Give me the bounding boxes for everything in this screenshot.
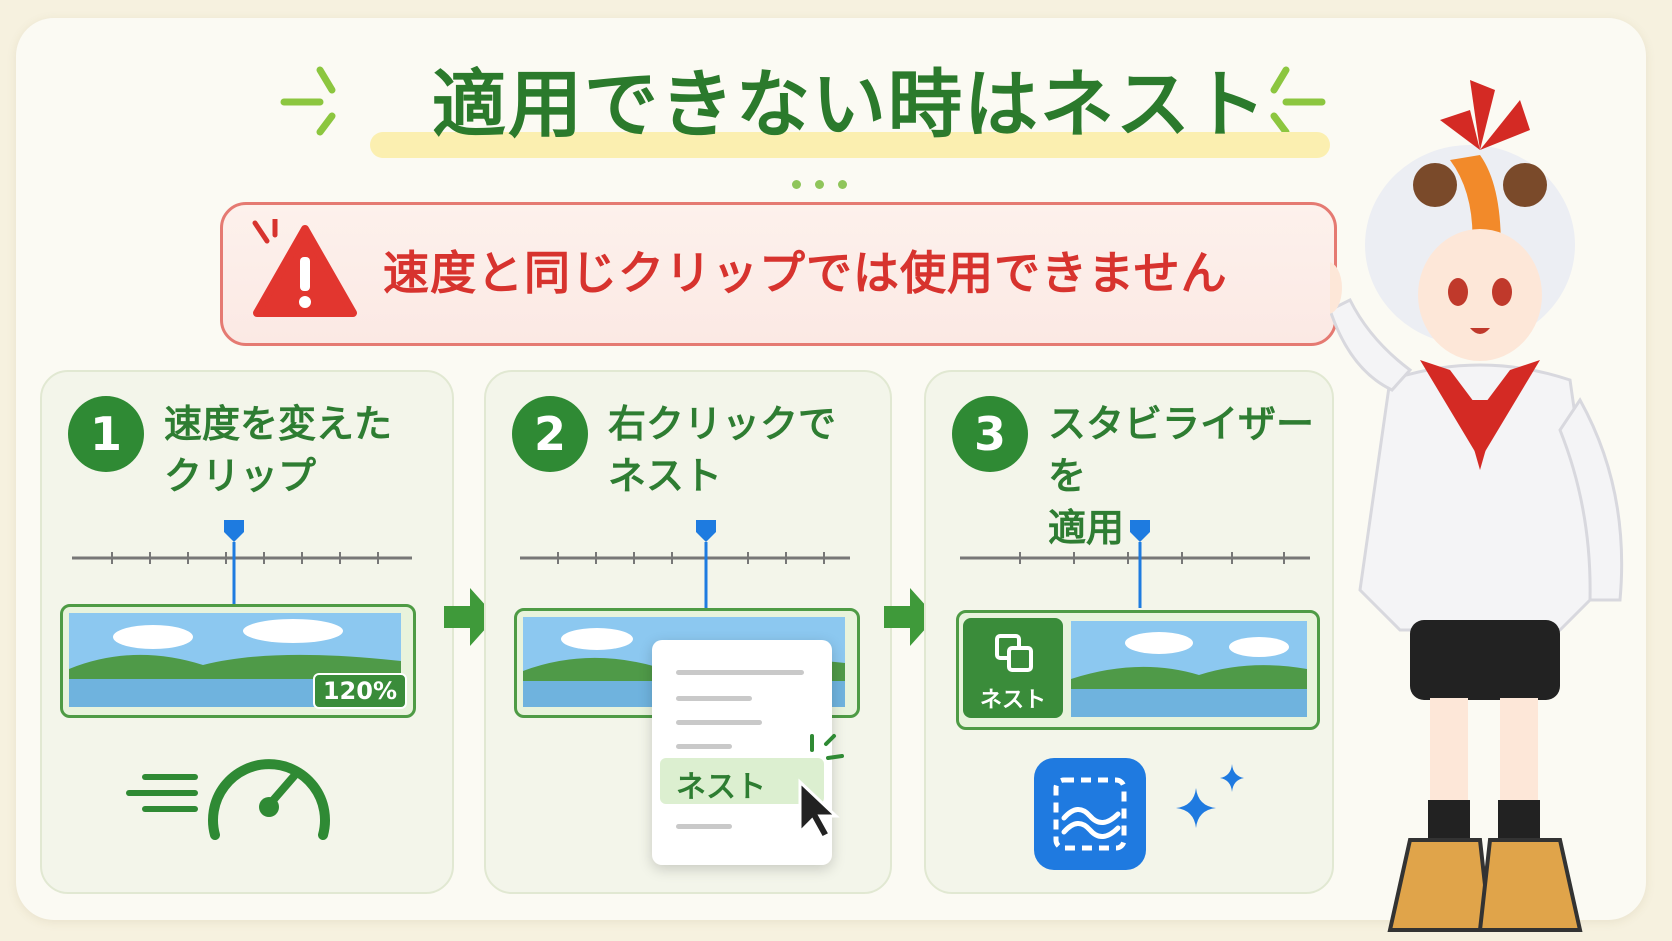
step-number: 1 (68, 396, 144, 472)
step-number: 2 (512, 396, 588, 472)
timeline-ruler (960, 520, 1310, 608)
warning-triangle-icon (252, 219, 357, 317)
tile-label: ネスト (979, 688, 1046, 713)
speedometer-icon (126, 759, 330, 840)
stabilizer-glyph-icon (1053, 777, 1127, 851)
page-title: 適用できない時はネスト (432, 62, 1268, 148)
warning-text: 速度と同じクリップでは使用できません (383, 246, 1228, 300)
stabilizer-icon[interactable] (1034, 758, 1146, 870)
speed-badge: 120% (312, 673, 407, 709)
character-illustration (1330, 80, 1624, 932)
cursor-icon (798, 734, 844, 840)
sparkle-left-icon (280, 66, 336, 136)
menu-item-label: ネスト (676, 770, 766, 805)
arrow-right-icon (884, 588, 936, 646)
nest-icon (995, 634, 1033, 672)
video-clip[interactable]: 120% (60, 604, 416, 718)
sparkle-right-icon (1270, 66, 1326, 136)
nested-sequence-tile[interactable]: ネスト (963, 618, 1063, 718)
timeline-ruler (72, 520, 412, 608)
step-label: 速度を変えた クリップ (164, 402, 393, 498)
step-label: 右クリックで ネスト (608, 402, 837, 498)
warning-banner: 速度と同じクリップでは使用できません (220, 202, 1337, 346)
title-block: 適用できない時はネスト (370, 50, 1330, 170)
menu-item-nest[interactable]: ネスト (660, 758, 824, 805)
landscape-thumbnail (1071, 621, 1307, 717)
title-highlight (370, 132, 1330, 158)
title-dots (792, 174, 861, 193)
sparkle-icon (1176, 764, 1244, 828)
timeline-ruler (520, 520, 850, 608)
step-number: 3 (952, 396, 1028, 472)
arrow-right-icon (444, 588, 496, 646)
step-label: スタビライザーを 適用 (1048, 402, 1315, 550)
